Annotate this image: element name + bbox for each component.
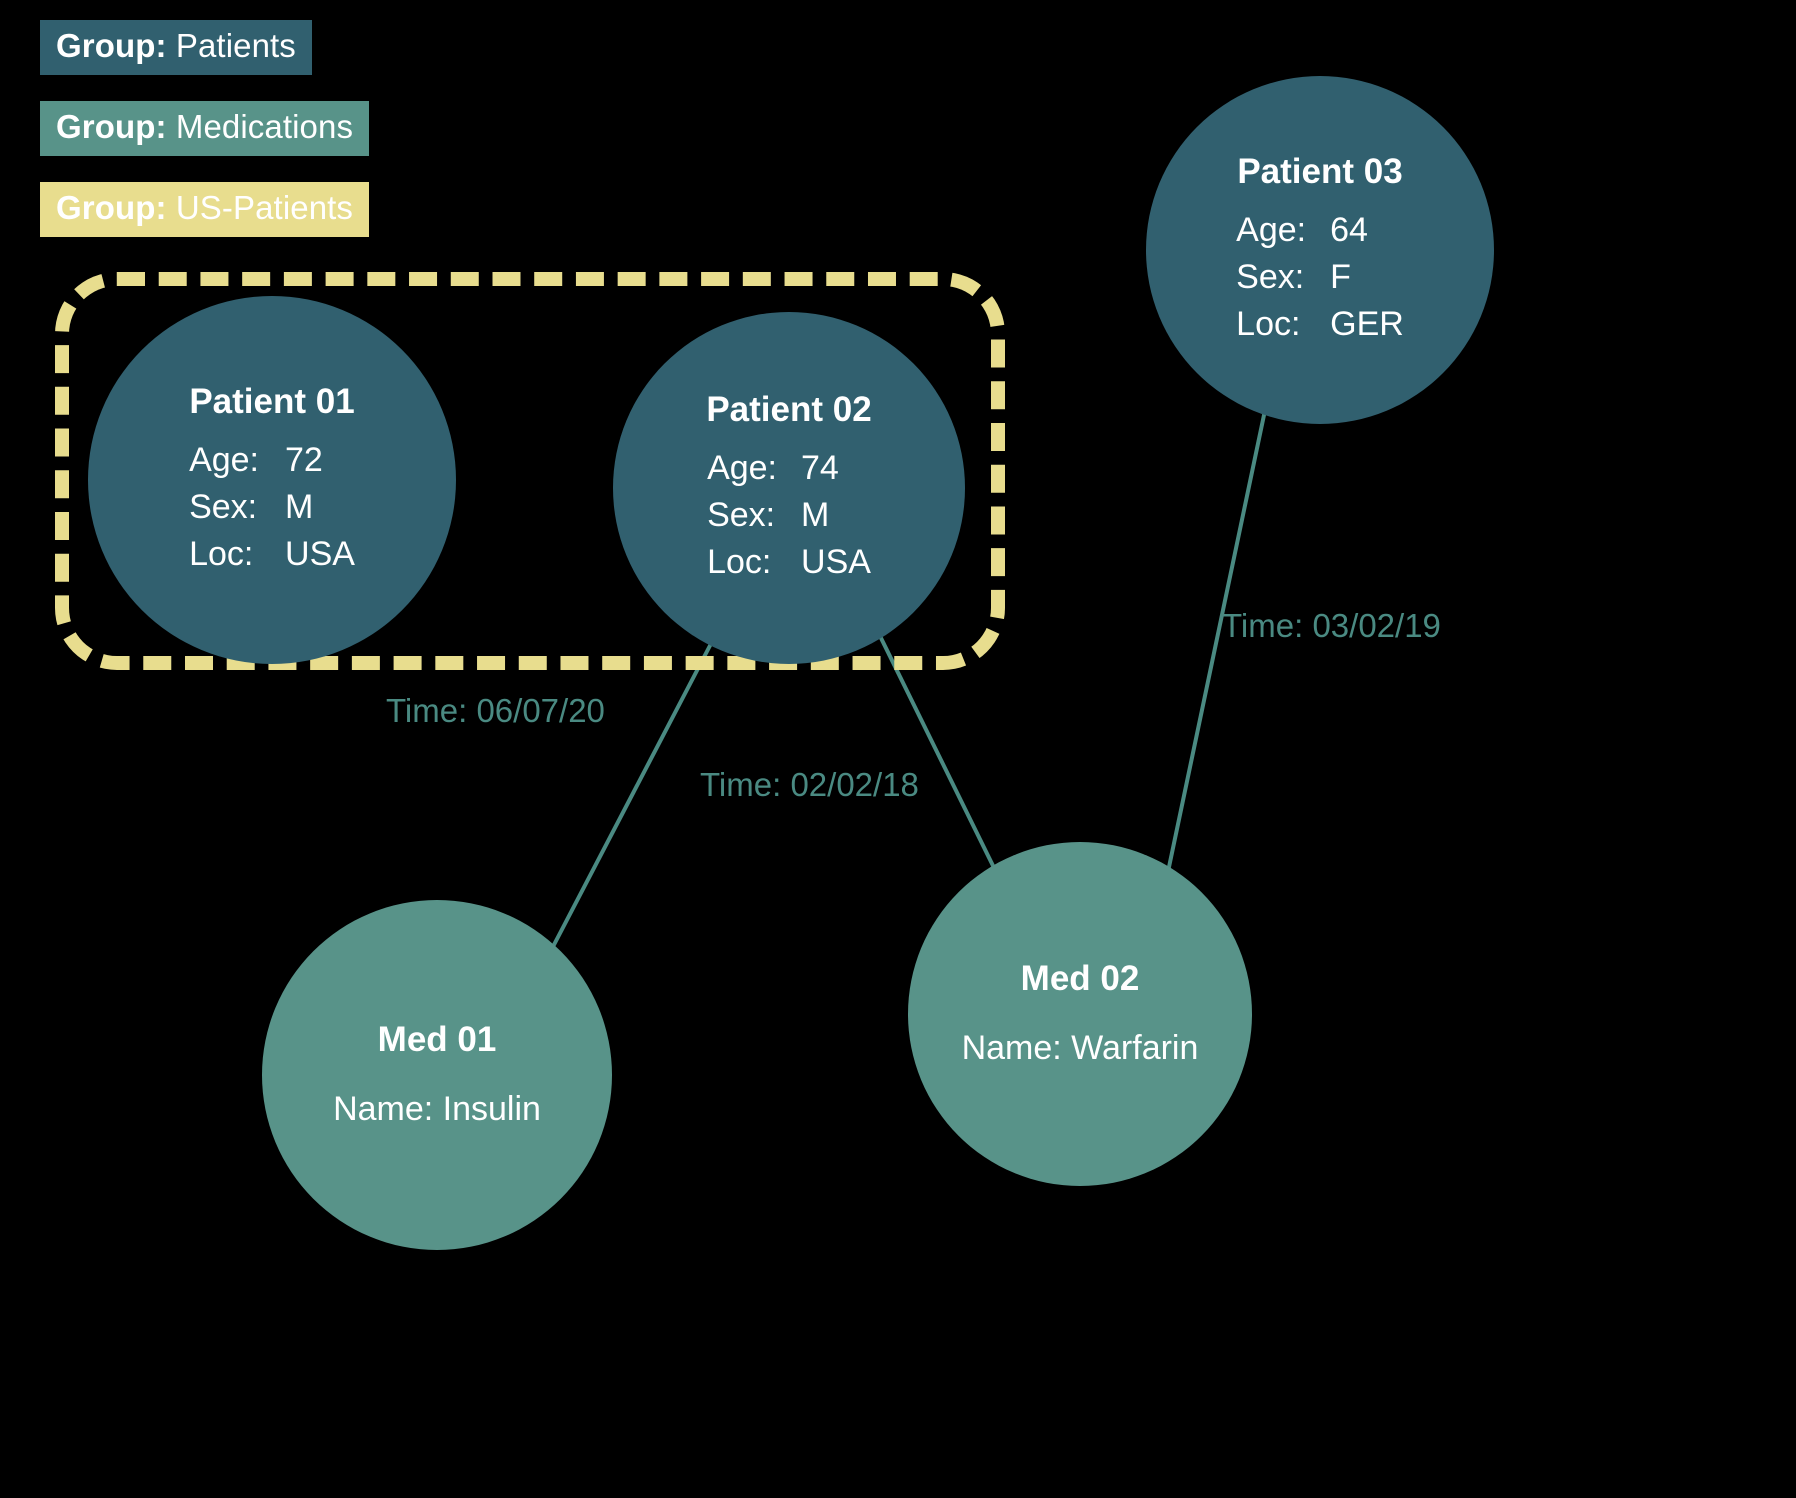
node-patient-01-age-key: Age: bbox=[189, 440, 260, 479]
legend-item-us-patients[interactable]: Group: US-Patients bbox=[40, 181, 370, 237]
edge-line-patient02-med01 bbox=[543, 635, 717, 963]
node-patient-02-title: Patient 02 bbox=[706, 390, 872, 430]
legend-item-medications[interactable]: Group: Medications bbox=[40, 100, 370, 156]
edge-label-patient02-med02: Time: 02/02/18 bbox=[700, 766, 919, 803]
legend-medications-key: Group: bbox=[56, 107, 167, 145]
legend-item-patients[interactable]: Group: Patients bbox=[40, 20, 312, 75]
node-patient-01[interactable]: Patient 01 Age: 72 Sex: M Loc: USA bbox=[88, 296, 456, 664]
node-patient-02-loc-key: Loc: bbox=[707, 542, 772, 581]
legend-patients-value: Patients bbox=[175, 27, 296, 64]
node-patient-02-age-key: Age: bbox=[707, 448, 778, 487]
node-patient-03[interactable]: Patient 03 Age: 64 Sex: F Loc: GER bbox=[1146, 76, 1494, 424]
node-med-02-title: Med 02 bbox=[1020, 959, 1140, 999]
node-patient-01-loc-value: USA bbox=[285, 534, 355, 573]
node-patient-02-loc-value: USA bbox=[801, 542, 871, 581]
node-patient-03-attributes: Age: 64 Sex: F Loc: GER bbox=[1236, 208, 1404, 347]
node-med-01-title: Med 01 bbox=[377, 1020, 497, 1060]
node-patient-01-title: Patient 01 bbox=[189, 382, 355, 422]
node-patient-03-title: Patient 03 bbox=[1237, 152, 1403, 192]
node-patient-03-age-key: Age: bbox=[1236, 210, 1307, 249]
node-patient-01-age-value: 72 bbox=[285, 440, 323, 479]
node-patient-03-sex-key: Sex: bbox=[1236, 257, 1305, 296]
node-patient-01-sex-key: Sex: bbox=[189, 487, 258, 526]
node-med-01[interactable]: Med 01 Name: Insulin bbox=[262, 900, 612, 1250]
node-patient-02[interactable]: Patient 02 Age: 74 Sex: M Loc: USA bbox=[613, 312, 965, 664]
edge-label-patient02-med01: Time: 06/07/20 bbox=[386, 692, 605, 729]
node-patient-01-loc-key: Loc: bbox=[189, 534, 254, 573]
node-patient-02-age-value: 74 bbox=[801, 448, 839, 487]
node-patient-01-sex-value: M bbox=[285, 487, 314, 526]
legend-patients-key: Group: bbox=[56, 27, 167, 64]
group-boundary-us-patients bbox=[55, 272, 1005, 670]
node-patient-03-loc-value: GER bbox=[1330, 304, 1404, 343]
node-patient-03-sex-value: F bbox=[1330, 257, 1351, 296]
legend-us-patients-key: Group: bbox=[56, 188, 167, 226]
node-patient-03-age-value: 64 bbox=[1330, 210, 1368, 249]
node-patient-03-loc-key: Loc: bbox=[1236, 304, 1301, 343]
node-med-02-detail: Name: Warfarin bbox=[961, 1028, 1199, 1067]
node-patient-02-sex-key: Sex: bbox=[707, 495, 776, 534]
node-patient-02-sex-value: M bbox=[801, 495, 830, 534]
edge-label-patient03-med02: Time: 03/02/19 bbox=[1222, 607, 1441, 644]
legend: Group: Patients Group: Medications Group… bbox=[40, 20, 370, 237]
legend-medications-value: Medications bbox=[175, 107, 354, 145]
node-patient-02-attributes: Age: 74 Sex: M Loc: USA bbox=[707, 446, 871, 585]
node-med-02[interactable]: Med 02 Name: Warfarin bbox=[908, 842, 1252, 1186]
legend-us-patients-value: US-Patients bbox=[175, 188, 354, 226]
node-patient-01-attributes: Age: 72 Sex: M Loc: USA bbox=[189, 438, 355, 577]
node-med-01-detail: Name: Insulin bbox=[333, 1089, 541, 1128]
